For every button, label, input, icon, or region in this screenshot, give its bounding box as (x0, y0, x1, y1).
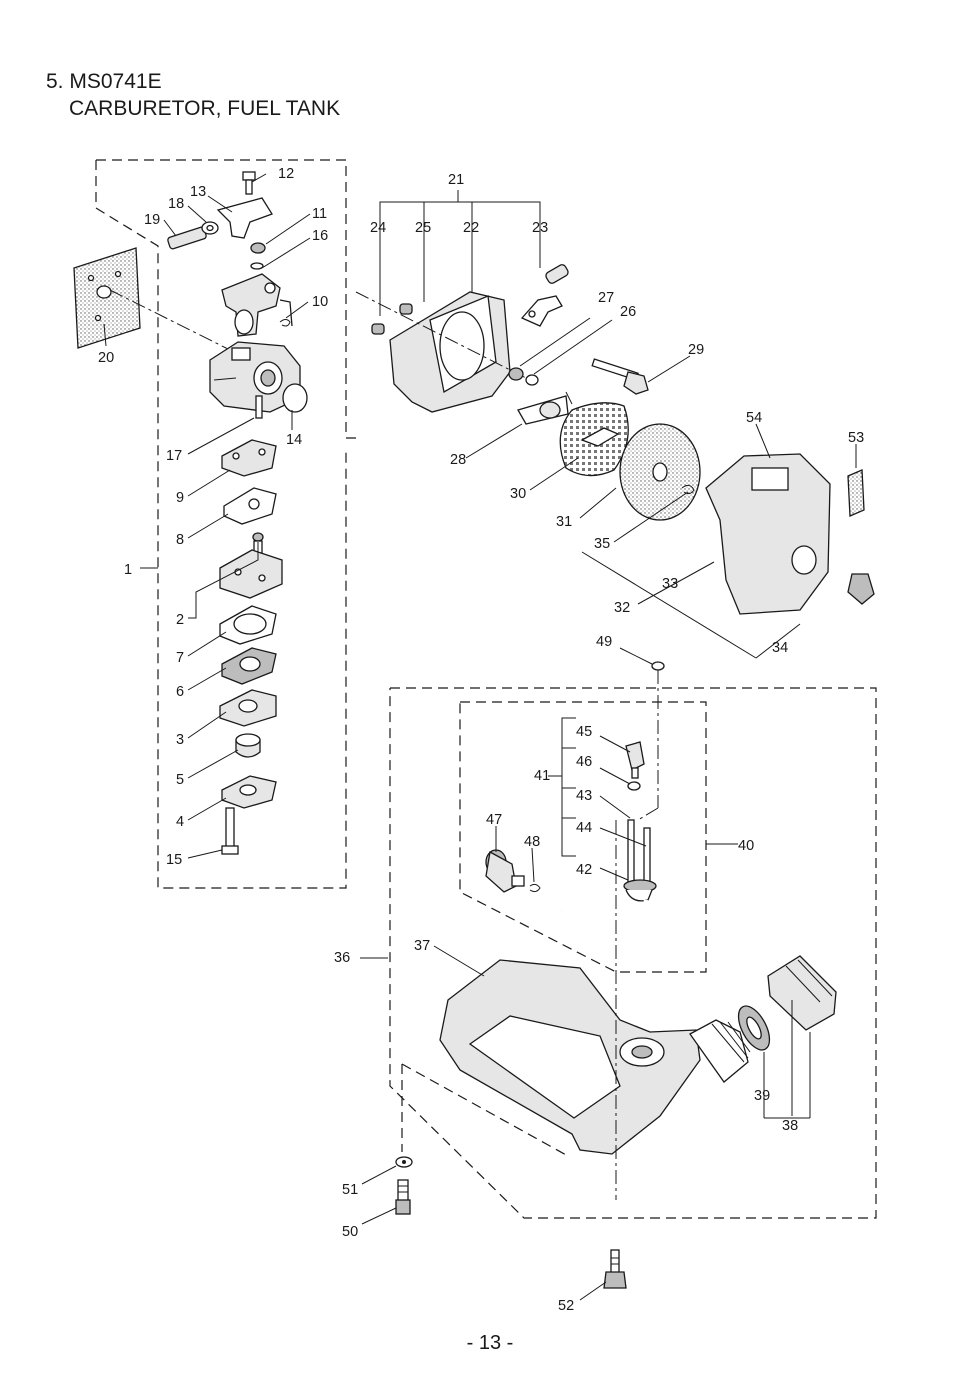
callout-11: 11 (312, 206, 327, 222)
callout-19: 19 (144, 212, 160, 228)
callout-9: 9 (176, 490, 184, 506)
callout-40: 40 (738, 838, 754, 854)
callout-23: 23 (532, 220, 548, 236)
callout-10: 10 (312, 294, 328, 310)
callout-51: 51 (342, 1182, 358, 1198)
callout-15: 15 (166, 852, 182, 868)
page-title: 5. MS0741E CARBURETOR, FUEL TANK (46, 68, 340, 122)
choke-shaft-bracket (517, 391, 573, 425)
carburetor-group-outline (95, 159, 356, 889)
callout-3: 3 (176, 732, 184, 748)
callout-53: 53 (848, 430, 864, 446)
callout-44: 44 (576, 820, 592, 836)
callout-12: 12 (278, 166, 294, 182)
callout-8: 8 (176, 532, 184, 548)
callout-2: 2 (176, 612, 184, 628)
air-filter-element (619, 423, 701, 521)
air-cleaner-washers (508, 317, 613, 386)
page-number: - 13 - (466, 1332, 514, 1354)
air-cleaner-cover (705, 453, 875, 615)
callout-21: 21 (448, 172, 464, 188)
fuel-lines (560, 819, 657, 955)
air-cleaner-bolt (591, 355, 691, 395)
callout-30: 30 (510, 486, 526, 502)
carburetor-gasket-ring (282, 383, 308, 413)
callout-26: 26 (620, 304, 636, 320)
callout-33: 33 (662, 576, 678, 592)
callout-43: 43 (576, 788, 592, 804)
carburetor-stack (219, 439, 283, 855)
callout-34: 34 (772, 640, 788, 656)
callout-1: 1 (124, 562, 132, 578)
callout-46: 46 (576, 754, 592, 770)
callout-4: 4 (176, 814, 184, 830)
small-gasket (637, 661, 665, 821)
callout-54: 54 (746, 410, 762, 426)
callout-38: 38 (782, 1118, 798, 1134)
callout-22: 22 (463, 220, 479, 236)
callout-50: 50 (342, 1224, 358, 1240)
callout-16: 16 (312, 228, 328, 244)
throttle-bracket (167, 171, 273, 250)
leader-lines (103, 173, 857, 1301)
callout-13: 13 (190, 184, 206, 200)
carburetor-body (209, 273, 301, 419)
callout-labels: 1 2 3 4 5 6 7 8 9 10 11 12 13 14 15 16 1… (98, 166, 864, 1314)
callout-48: 48 (524, 834, 540, 850)
tank-cap-seal (737, 1005, 771, 1051)
tank-cap (767, 955, 837, 1116)
callout-25: 25 (415, 220, 431, 236)
callout-28: 28 (450, 452, 466, 468)
callout-41: 41 (534, 768, 550, 784)
fuel-filter (485, 849, 541, 893)
title-model: 5. MS0741E (46, 70, 162, 93)
callout-17: 17 (166, 448, 182, 464)
fuel-pickup-tree (548, 717, 576, 857)
adjust-screw (250, 242, 266, 270)
air-filter-mesh (559, 402, 629, 477)
callout-32: 32 (614, 600, 630, 616)
callout-49: 49 (596, 634, 612, 650)
callout-36: 36 (334, 950, 350, 966)
callout-24: 24 (370, 220, 386, 236)
insulator-plate (73, 247, 231, 351)
callout-6: 6 (176, 684, 184, 700)
fuel-tank (439, 820, 751, 1200)
tank-mount-hardware (395, 1156, 627, 1289)
callout-5: 5 (176, 772, 184, 788)
callout-37: 37 (414, 938, 430, 954)
air-cleaner-tree (379, 190, 541, 316)
callout-52: 52 (558, 1298, 574, 1314)
choke-lever (520, 264, 569, 327)
callout-42: 42 (576, 862, 592, 878)
air-cleaner-case (355, 291, 531, 413)
callout-35: 35 (594, 536, 610, 552)
callout-7: 7 (176, 650, 184, 666)
callout-18: 18 (168, 196, 184, 212)
callout-45: 45 (576, 724, 592, 740)
callout-47: 47 (486, 812, 502, 828)
callout-29: 29 (688, 342, 704, 358)
spring-clip (681, 484, 695, 495)
callout-14: 14 (286, 432, 302, 448)
title-section: CARBURETOR, FUEL TANK (69, 97, 341, 120)
callout-20: 20 (98, 350, 114, 366)
callout-39: 39 (754, 1088, 770, 1104)
clip (279, 319, 291, 327)
callout-31: 31 (556, 514, 572, 530)
fuel-tank-outline (360, 687, 877, 1219)
vent-valve (625, 741, 645, 791)
callout-27: 27 (598, 290, 614, 306)
